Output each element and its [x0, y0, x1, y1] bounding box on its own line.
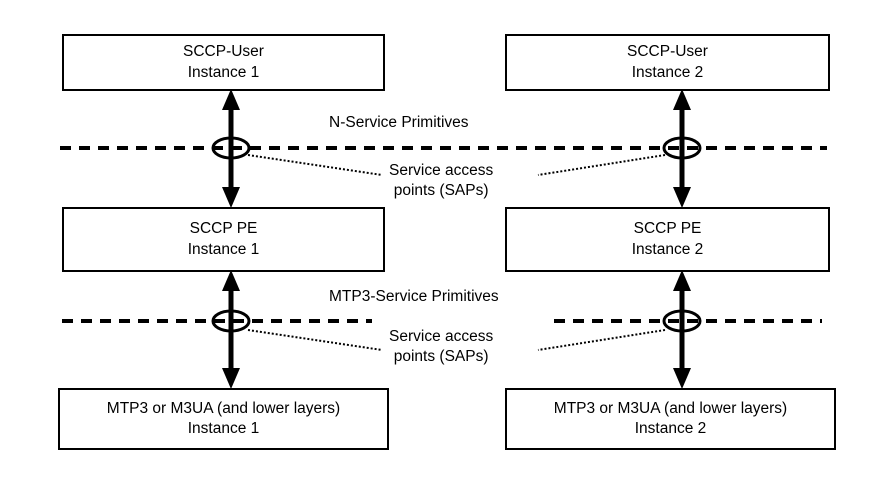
box-sccp-pe-1: SCCP PE Instance 1: [62, 207, 385, 272]
box-label-line2: Instance 2: [631, 240, 704, 258]
box-mtp3-1: MTP3 or M3UA (and lower layers) Instance…: [58, 388, 389, 450]
label-mtp3-service-primitives: MTP3-Service Primitives: [329, 288, 499, 305]
box-label-line1: SCCP-User: [183, 43, 264, 61]
sap-ellipse-upper-left: [211, 136, 251, 160]
sap-label-line2: points (SAPs): [393, 348, 489, 366]
sap-ellipse-lower-right: [662, 309, 702, 333]
box-sccp-user-1: SCCP-User Instance 1: [62, 34, 385, 91]
label-sap-upper: Service access points (SAPs): [389, 161, 493, 202]
box-label-line1: SCCP-User: [627, 43, 708, 61]
box-label-line2: Instance 1: [187, 420, 260, 437]
box-label-line2: Instance 2: [634, 420, 707, 437]
box-sccp-pe-2: SCCP PE Instance 2: [505, 207, 830, 272]
box-label-line1: SCCP PE: [189, 220, 258, 238]
leader-sap-lower-right: [537, 329, 666, 351]
label-n-service-primitives: N-Service Primitives: [329, 114, 469, 131]
box-label-line1: MTP3 or M3UA (and lower layers): [553, 399, 788, 417]
leader-sap-upper-left: [247, 154, 383, 176]
box-label-line2: Instance 2: [631, 63, 704, 81]
leader-sap-lower-left: [247, 329, 383, 351]
box-label-line1: MTP3 or M3UA (and lower layers): [106, 399, 341, 417]
box-label-line2: Instance 1: [187, 63, 260, 81]
leader-sap-upper-right: [537, 154, 666, 176]
box-mtp3-2: MTP3 or M3UA (and lower layers) Instance…: [505, 388, 836, 450]
box-label-line1: SCCP PE: [633, 220, 702, 238]
box-label-line2: Instance 1: [187, 240, 260, 258]
sap-label-line1: Service access: [389, 328, 494, 345]
sap-ellipse-lower-left: [211, 309, 251, 333]
box-sccp-user-2: SCCP-User Instance 2: [505, 34, 830, 91]
sap-label-line1: Service access: [389, 162, 494, 179]
sap-ellipse-upper-right: [662, 136, 702, 160]
arrow-nservice-right: [673, 89, 691, 208]
label-sap-lower: Service access points (SAPs): [389, 327, 493, 368]
sap-label-line2: points (SAPs): [393, 182, 489, 200]
